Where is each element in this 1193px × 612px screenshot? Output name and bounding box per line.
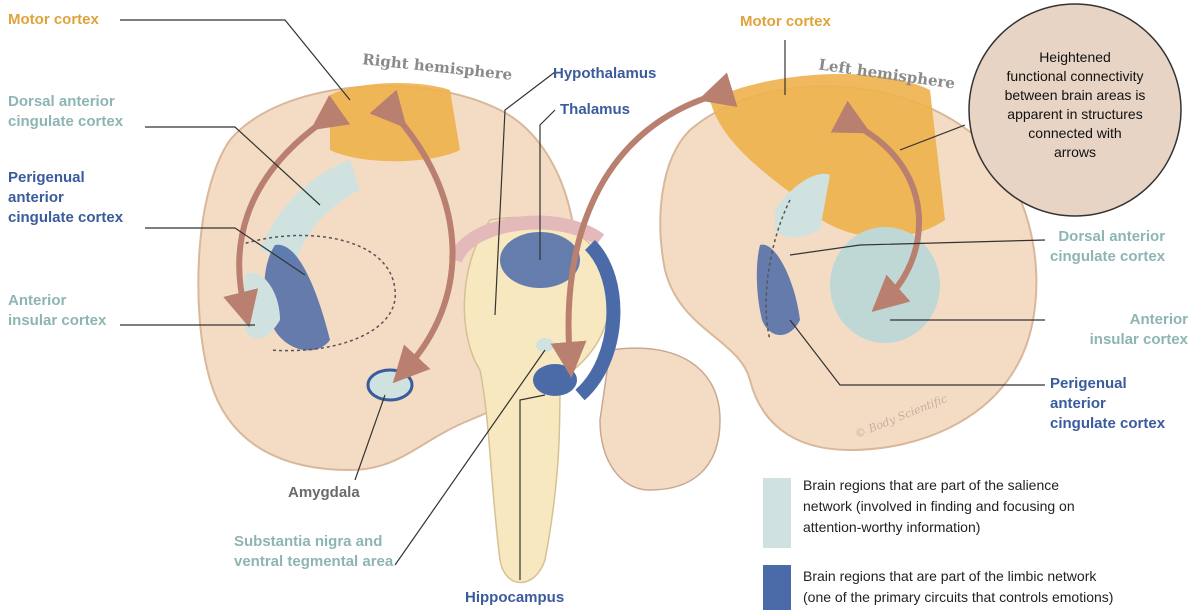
label-thalamus: Thalamus [560, 100, 630, 120]
label-pacc-right: Perigenual anterior cingulate cortex [1050, 374, 1165, 434]
legend-salience-text: Brain regions that are part of the salie… [803, 475, 1075, 538]
label-amygdala: Amygdala [288, 483, 360, 503]
legend-limbic-text: Brain regions that are part of the limbi… [803, 566, 1113, 608]
label-motor-cortex-left: Motor cortex [8, 10, 99, 30]
cerebellum [600, 348, 720, 490]
connectivity-note: Heightened functional connectivity betwe… [978, 48, 1172, 162]
label-hypothalamus: Hypothalamus [553, 64, 656, 84]
label-motor-cortex-right: Motor cortex [740, 12, 831, 32]
label-snvta: Substantia nigra and ventral tegmental a… [234, 532, 393, 572]
motor-cortex-right-hemisphere [330, 83, 460, 161]
label-aic-left: Anterior insular cortex [8, 291, 106, 331]
label-pacc-left: Perigenual anterior cingulate cortex [8, 168, 123, 228]
label-dacc-right: Dorsal anterior cingulate cortex [1050, 227, 1165, 267]
hippocampus-region [533, 364, 577, 396]
label-dacc-left: Dorsal anterior cingulate cortex [8, 92, 123, 132]
amygdala-region [368, 370, 412, 400]
snvta-region [536, 338, 554, 352]
label-hippocampus: Hippocampus [465, 588, 564, 608]
legend-limbic-swatch [763, 565, 791, 610]
label-aic-right: Anterior insular cortex [1050, 310, 1188, 350]
legend-salience-swatch [763, 478, 791, 548]
